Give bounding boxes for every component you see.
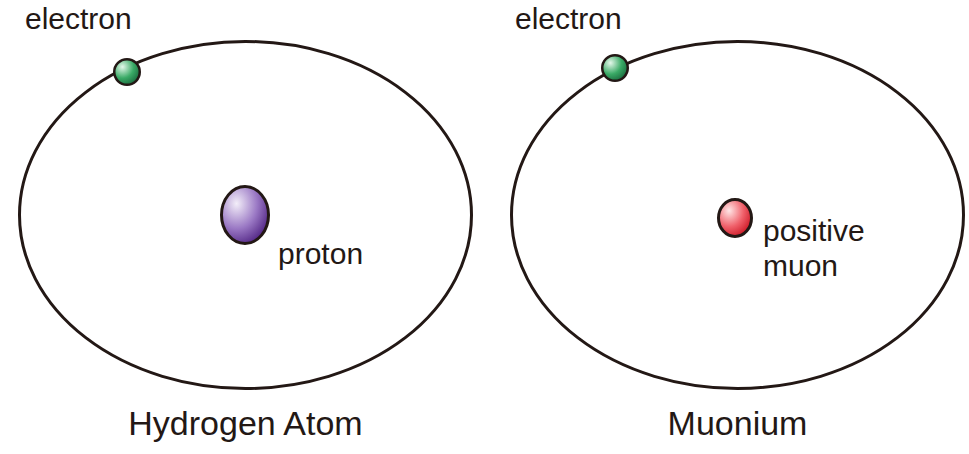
proton-circle: [222, 187, 269, 244]
orbit-ellipse: [20, 42, 472, 389]
particle-label: electron: [25, 2, 132, 37]
electron-circle: electron: [113, 58, 141, 86]
orbit-ellipse: Hydrogen Atomelectronproton: [18, 40, 473, 390]
electron-circle-outline: [601, 54, 629, 82]
proton-circle-outline: [220, 185, 270, 245]
muon-circle: [719, 200, 752, 237]
electron-circle: [114, 59, 140, 85]
atom-caption: Hydrogen Atom: [18, 404, 473, 443]
particle-label: proton: [278, 237, 363, 272]
particle-label: electron: [515, 2, 622, 37]
electron-circle-outline: [113, 58, 141, 86]
proton-circle: proton: [220, 185, 270, 245]
orbit-ellipse: Muoniumelectronpositive muon: [510, 40, 965, 390]
muon-circle-outline: [717, 198, 753, 238]
particle-label: positive muon: [763, 214, 883, 283]
muon-circle: positive muon: [717, 198, 753, 238]
electron-circle: electron: [601, 54, 629, 82]
atom-caption: Muonium: [510, 404, 965, 443]
orbit-ellipse: [512, 42, 964, 389]
electron-circle: [602, 55, 628, 81]
